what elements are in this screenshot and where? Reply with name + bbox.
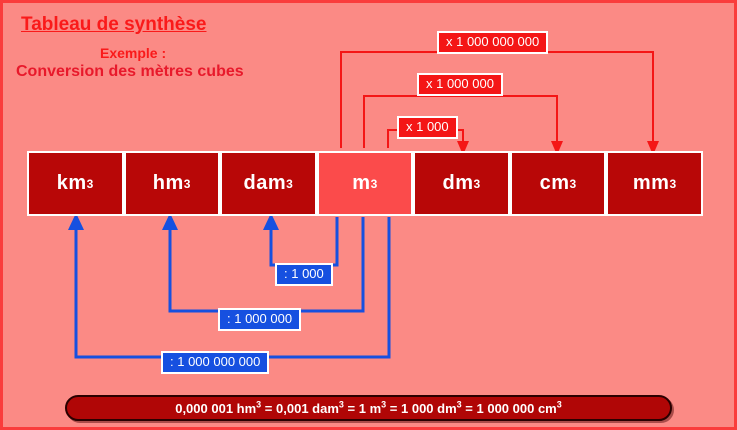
unit-label: m [352,172,371,194]
label-divide-1000000: : 1 000 000 [218,308,302,331]
label-divide-1000000000: : 1 000 000 000 [161,351,270,374]
arrow-divide-1000000000 [68,213,391,359]
unit-label: hm [152,172,184,194]
label-multiply-1000: x 1 000 [397,116,458,139]
unit-label: dam [243,172,287,194]
arrow-divide-1000000 [162,213,365,313]
summary-formula-bar: 0,000 001 hm3 = 0,001 dam3 = 1 m3 = 1 00… [65,395,672,421]
unit-label: dm [442,172,474,194]
label-multiply-1000000: x 1 000 000 [417,73,503,96]
arrow-multiply-1000000 [363,95,563,155]
label-multiply-1000000000: x 1 000 000 000 [437,31,549,54]
subtitle-conversion: Conversion des mètres cubes [16,63,244,80]
formula-text: 0,000 001 hm3 = 0,001 dam3 = 1 m3 = 1 00… [175,399,562,416]
unit-label: km [56,172,87,194]
label-divide-1000: : 1 000 [275,263,333,286]
subtitle-example: Exemple : [100,45,167,61]
unit-label: mm [632,172,670,194]
arrow-divide-1000 [263,213,339,267]
slide-canvas: Tableau de synthèse Exemple : Conversion… [3,3,734,427]
unit-label: cm [539,172,570,194]
page-title: Tableau de synthèse [21,14,207,35]
